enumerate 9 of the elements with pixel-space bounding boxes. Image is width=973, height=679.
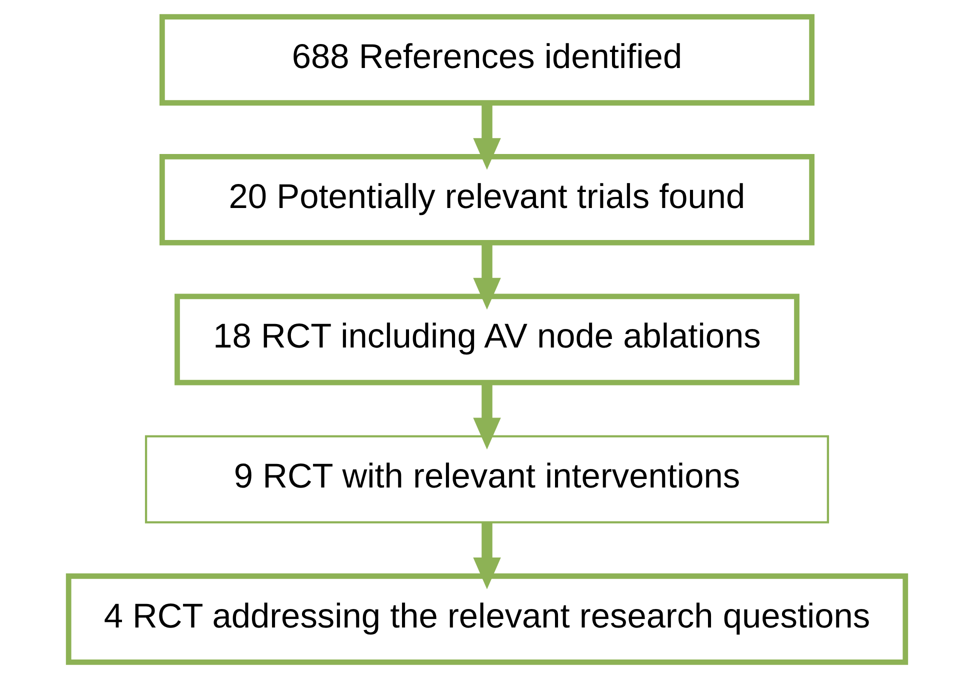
arrow — [472, 103, 500, 170]
node-box: 9 RCT with relevant interventions — [144, 435, 829, 524]
arrow — [472, 243, 500, 310]
node-box: 4 RCT addressing the relevant research questions — [65, 573, 908, 665]
node-box: 20 Potentially relevant trials found — [159, 154, 814, 246]
arrow — [472, 383, 500, 450]
node-box: 18 RCT including AV node ablations — [174, 294, 799, 386]
node-box: 688 References identified — [159, 14, 814, 106]
arrow — [472, 522, 500, 590]
